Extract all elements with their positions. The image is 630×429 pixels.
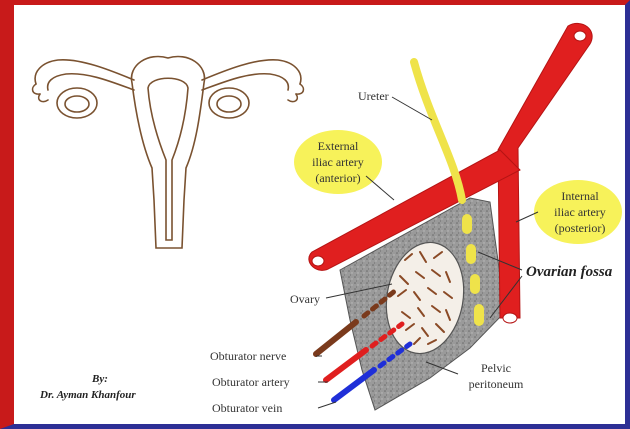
ureter-label: Ureter — [358, 89, 389, 103]
obturator-vein-label: Obturator vein — [212, 401, 282, 415]
internal-iliac-opening — [503, 313, 517, 323]
external-iliac-label-line2: iliac artery — [312, 155, 364, 169]
left-ovary-drawing — [57, 88, 97, 118]
obturator-nerve-label: Obturator nerve — [210, 349, 286, 363]
pelvic-peritoneum-label-line1: Pelvic — [481, 361, 511, 375]
author-name: Dr. Ayman Khanfour — [39, 389, 136, 401]
internal-iliac-label-line1: Internal — [561, 189, 599, 203]
external-iliac-label-line3: (anterior) — [315, 171, 360, 185]
author-credit: By: Dr. Ayman Khanfour — [39, 373, 136, 401]
right-ovary-drawing — [209, 88, 249, 118]
external-iliac-opening — [312, 256, 324, 266]
pelvic-peritoneum-label-line2: peritoneum — [469, 377, 524, 391]
common-iliac-opening — [574, 31, 586, 41]
external-iliac-label-line1: External — [318, 139, 359, 153]
internal-iliac-label-line3: (posterior) — [555, 221, 606, 235]
ovarian-fossa-label: Ovarian fossa — [526, 264, 613, 280]
internal-iliac-label-line2: iliac artery — [554, 205, 606, 219]
external-iliac-label: External iliac artery (anterior) — [312, 139, 364, 185]
internal-iliac-label: Internal iliac artery (posterior) — [554, 189, 606, 235]
obturator-artery-label: Obturator artery — [212, 375, 290, 389]
author-by: By: — [91, 373, 108, 385]
uterus-illustration — [33, 57, 304, 248]
ureter — [414, 62, 462, 200]
ovary-label: Ovary — [290, 292, 320, 306]
pelvic-peritoneum-label: Pelvic peritoneum — [469, 361, 524, 391]
